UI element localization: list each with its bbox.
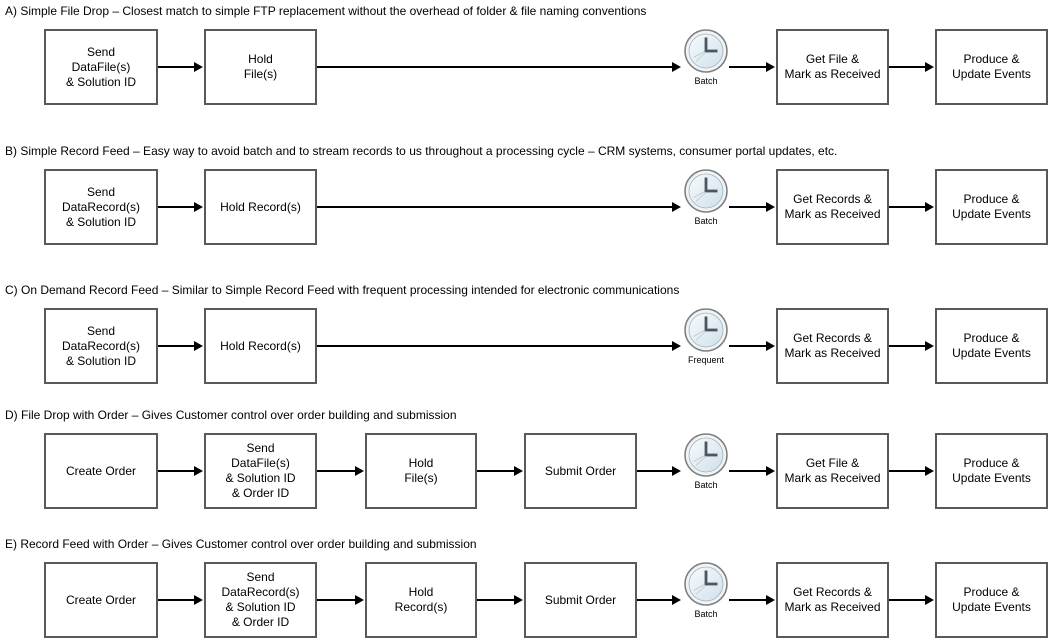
clock-icon (684, 308, 728, 352)
row-b-produce-box: Produce & Update Events (935, 169, 1048, 245)
arrow (317, 466, 364, 476)
row-d-create-order-box: Create Order (44, 433, 158, 509)
row-e-get-box: Get Records & Mark as Received (776, 562, 889, 638)
flow-row-record-feed-with-order: E) Record Feed with Order – Gives Custom… (0, 537, 1061, 644)
row-e-hold-box: Hold Record(s) (365, 562, 477, 638)
row-d-get-box: Get File & Mark as Received (776, 433, 889, 509)
row-c-hold-box: Hold Record(s) (204, 308, 317, 384)
clock-label: Batch (694, 76, 718, 86)
row-b-hold-box: Hold Record(s) (204, 169, 317, 245)
arrow (317, 62, 681, 72)
row-b-get-box: Get Records & Mark as Received (776, 169, 889, 245)
arrow (889, 62, 934, 72)
flow-row-simple-file-drop: A) Simple File Drop – Closest match to s… (0, 4, 1061, 116)
row-a-produce-box: Produce & Update Events (935, 29, 1048, 105)
row-b-send-box: Send DataRecord(s) & Solution ID (44, 169, 158, 245)
arrow (889, 202, 934, 212)
arrow (729, 62, 775, 72)
row-e-submit-order-box: Submit Order (524, 562, 637, 638)
arrow (158, 466, 203, 476)
row-e-create-order-box: Create Order (44, 562, 158, 638)
arrow (729, 202, 775, 212)
row-c-send-box: Send DataRecord(s) & Solution ID (44, 308, 158, 384)
clock-icon (684, 169, 728, 213)
row-e-produce-box: Produce & Update Events (935, 562, 1048, 638)
arrow (317, 595, 364, 605)
clock-label: Frequent (687, 355, 725, 365)
clock-label: Batch (694, 480, 718, 490)
arrow (158, 62, 203, 72)
row-d-hold-box: Hold File(s) (365, 433, 477, 509)
arrow (158, 341, 203, 351)
arrow (889, 466, 934, 476)
clock-label: Batch (694, 609, 718, 619)
row-c-produce-box: Produce & Update Events (935, 308, 1048, 384)
clock-label: Batch (694, 216, 718, 226)
row-a-send-box: Send DataFile(s) & Solution ID (44, 29, 158, 105)
arrow (729, 466, 775, 476)
row-b-title: B) Simple Record Feed – Easy way to avoi… (5, 144, 838, 158)
arrow (889, 595, 934, 605)
arrow (729, 595, 775, 605)
clock-icon (684, 433, 728, 477)
clock-icon (684, 562, 728, 606)
row-e-title: E) Record Feed with Order – Gives Custom… (5, 537, 477, 551)
row-e-send-box: Send DataRecord(s) & Solution ID & Order… (204, 562, 317, 638)
row-d-send-box: Send DataFile(s) & Solution ID & Order I… (204, 433, 317, 509)
arrow (477, 466, 523, 476)
arrow (637, 466, 681, 476)
row-a-get-box: Get File & Mark as Received (776, 29, 889, 105)
row-d-title: D) File Drop with Order – Gives Customer… (5, 408, 457, 422)
arrow (729, 341, 775, 351)
row-a-title: A) Simple File Drop – Closest match to s… (5, 4, 647, 18)
row-d-produce-box: Produce & Update Events (935, 433, 1048, 509)
flow-row-simple-record-feed: B) Simple Record Feed – Easy way to avoi… (0, 144, 1061, 256)
flow-row-file-drop-with-order: D) File Drop with Order – Gives Customer… (0, 408, 1061, 520)
arrow (889, 341, 934, 351)
row-a-hold-box: Hold File(s) (204, 29, 317, 105)
row-d-submit-order-box: Submit Order (524, 433, 637, 509)
row-c-get-box: Get Records & Mark as Received (776, 308, 889, 384)
arrow (158, 595, 203, 605)
arrow (637, 595, 681, 605)
arrow (317, 202, 681, 212)
row-c-title: C) On Demand Record Feed – Similar to Si… (5, 283, 680, 297)
arrow (477, 595, 523, 605)
flow-row-on-demand-record-feed: C) On Demand Record Feed – Similar to Si… (0, 283, 1061, 395)
arrow (317, 341, 681, 351)
arrow (158, 202, 203, 212)
clock-icon (684, 29, 728, 73)
